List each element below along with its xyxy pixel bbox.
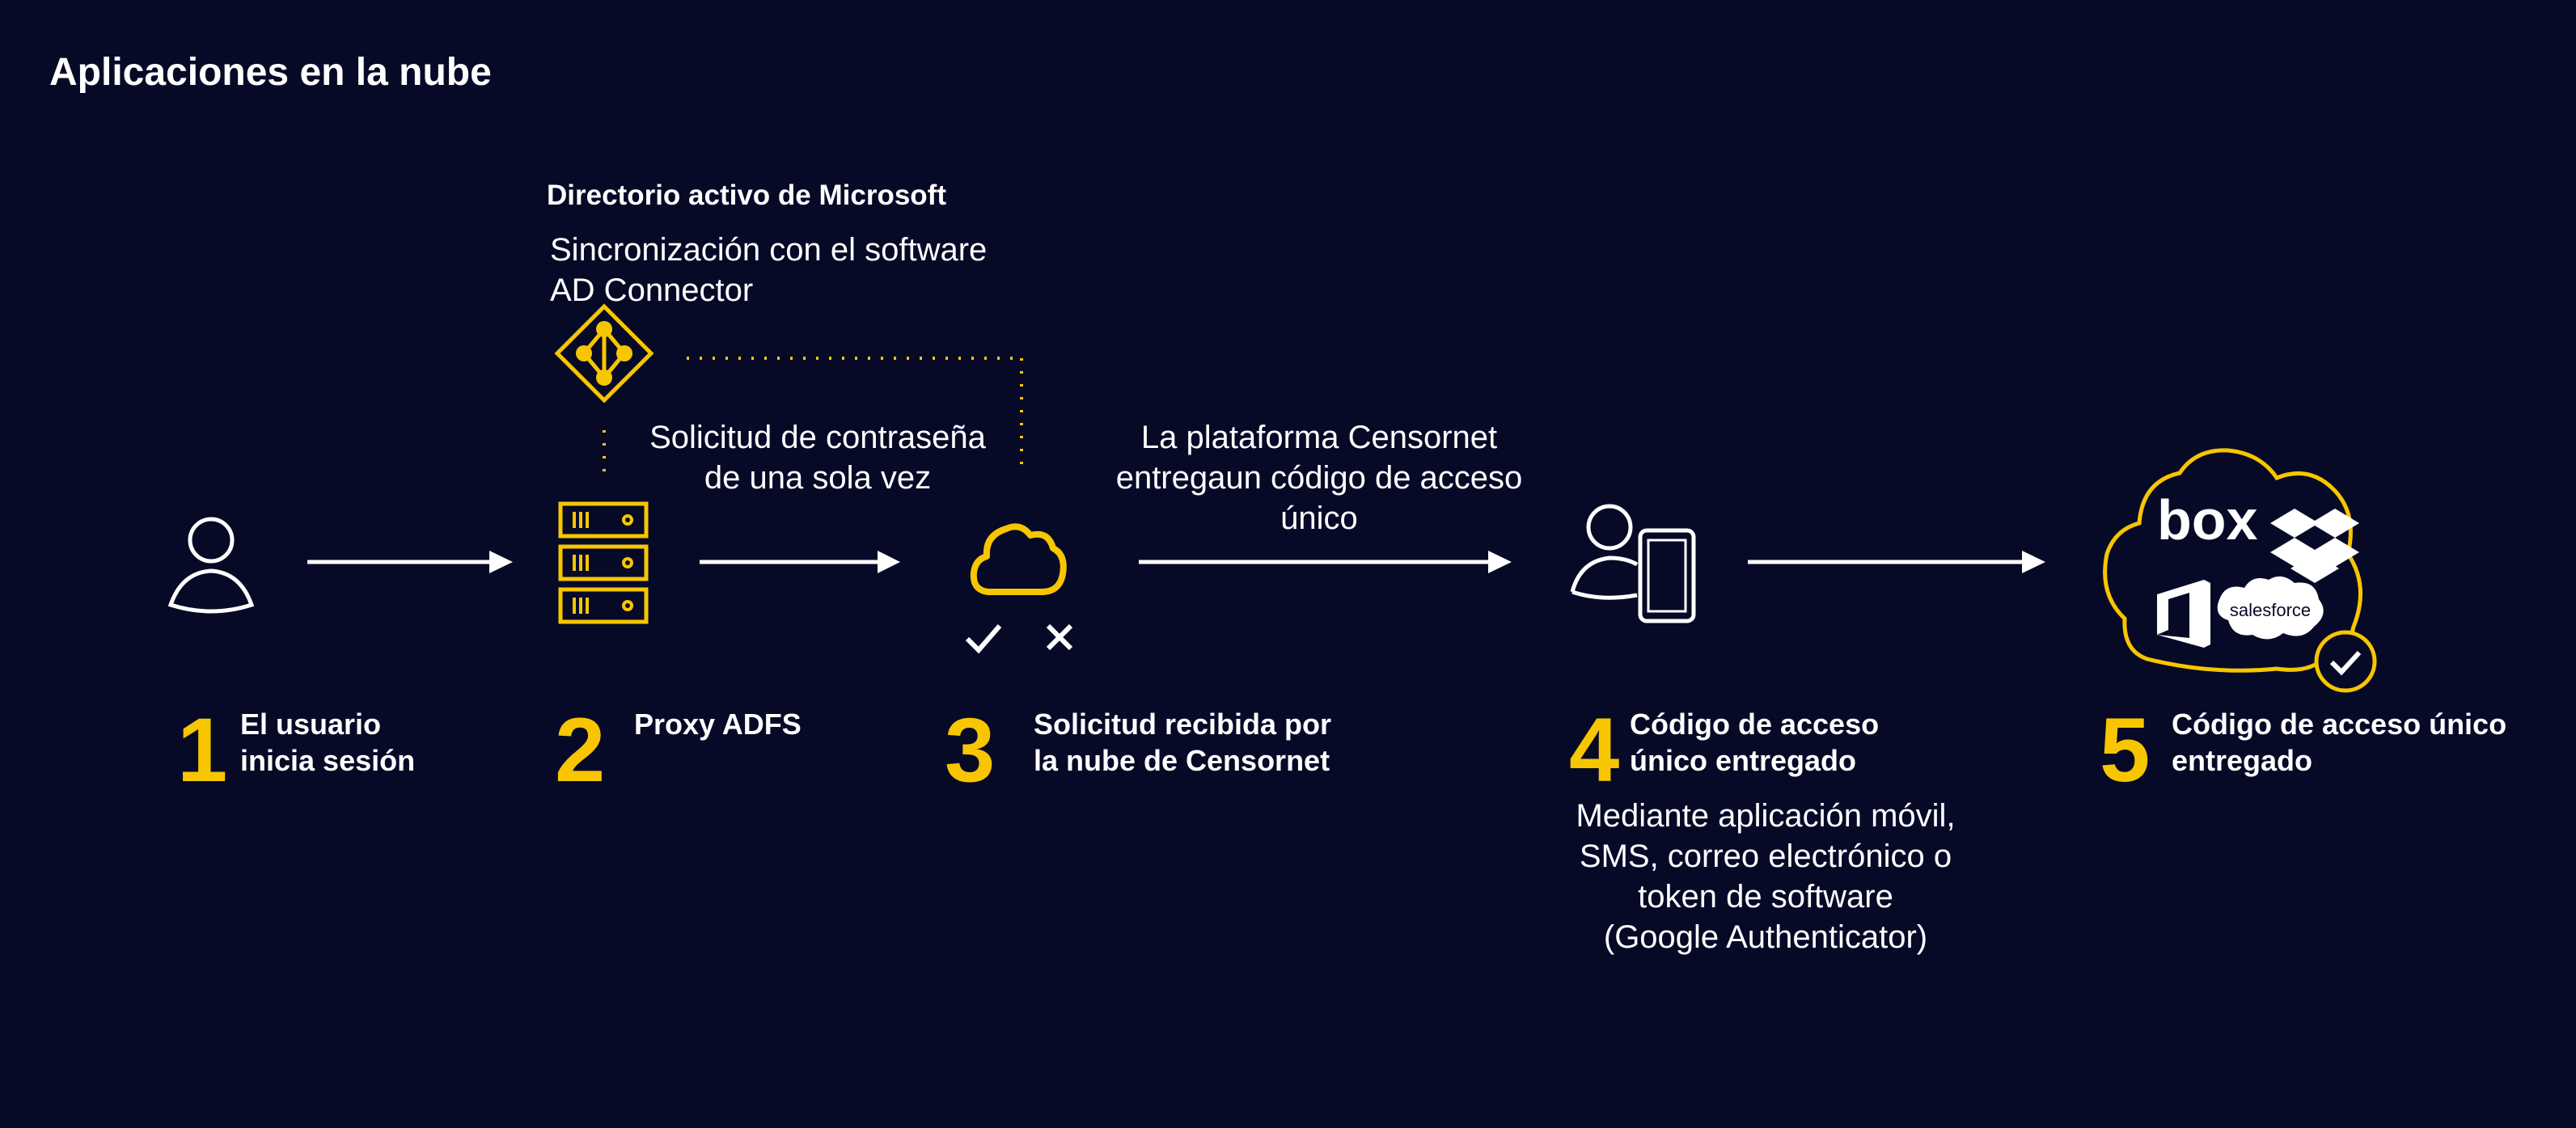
step-label-line: inicia sesión <box>240 744 416 777</box>
step-number-2: 2 <box>555 699 606 801</box>
step-label-line: El usuario <box>240 708 382 741</box>
step-number-4: 4 <box>1569 699 1620 801</box>
directory-sync-text: Sincronización con el software AD Connec… <box>550 230 987 311</box>
step-label-4: Código de acceso único entregado <box>1630 706 1879 779</box>
office-logo <box>2157 580 2210 648</box>
verified-circle <box>2314 630 2377 693</box>
step-label-line: Proxy ADFS <box>634 708 802 741</box>
method-line: token de software <box>1638 879 1893 915</box>
step-label-3: Solicitud recibida por la nube de Censor… <box>1034 706 1331 779</box>
arrow-4 <box>1748 551 2045 573</box>
step-number-5: 5 <box>2100 699 2151 801</box>
otp-line: de una sola vez <box>704 460 932 496</box>
platform-delivery-text: La plataforma Censornet entregaun código… <box>1116 417 1523 539</box>
step-label-line: Código de acceso único <box>2172 708 2507 741</box>
arrow-1 <box>307 551 513 573</box>
check-icon <box>965 624 1002 654</box>
sync-line: Sincronización con el software <box>550 232 988 268</box>
server-icon <box>558 501 649 624</box>
directory-heading: Directorio activo de Microsoft <box>547 180 946 211</box>
user-icon <box>167 517 255 614</box>
cross-icon <box>1046 623 1073 651</box>
step-label-line: la nube de Censornet <box>1034 744 1330 777</box>
method-line: SMS, correo electrónico o <box>1579 839 1952 874</box>
page-title: Aplicaciones en la nube <box>49 51 492 94</box>
otp-line: Solicitud de contraseña <box>649 420 986 455</box>
arrow-3 <box>1139 551 1512 573</box>
delivery-line: La plataforma Censornet <box>1140 420 1498 455</box>
step-label-5: Código de acceso único entregado <box>2172 706 2506 779</box>
step-number-1: 1 <box>177 699 228 801</box>
verified-check-icon <box>2329 650 2362 676</box>
step-label-line: Código de acceso <box>1630 708 1880 741</box>
step-label-2: Proxy ADFS <box>634 706 802 742</box>
cloud-icon <box>970 523 1067 595</box>
method-line: Mediante aplicación móvil, <box>1576 798 1956 834</box>
sync-line: AD Connector <box>550 272 754 308</box>
box-logo: box <box>2157 488 2258 551</box>
step-number-3: 3 <box>945 699 996 801</box>
active-directory-icon <box>554 303 654 403</box>
delivery-line: entregaun código de acceso <box>1115 460 1523 496</box>
dropbox-logo <box>2270 509 2359 583</box>
step-label-line: entregado <box>2172 744 2313 777</box>
otp-request-text: Solicitud de contraseña de una sola vez <box>649 417 986 498</box>
arrow-2 <box>700 551 900 573</box>
user-phone-icon <box>1570 504 1696 623</box>
step-label-line: Solicitud recibida por <box>1034 708 1332 741</box>
salesforce-logo: salesforce <box>2217 576 2324 640</box>
step-label-1: El usuario inicia sesión <box>240 706 415 779</box>
salesforce-text: salesforce <box>2230 600 2311 620</box>
method-line: (Google Authenticator) <box>1603 919 1928 955</box>
cloud-apps-icon: box salesforce <box>2103 448 2377 693</box>
delivery-line: único <box>1280 501 1358 536</box>
delivery-methods-text: Mediante aplicación móvil, SMS, correo e… <box>1576 796 1955 957</box>
step-label-line: único entregado <box>1630 744 1857 777</box>
